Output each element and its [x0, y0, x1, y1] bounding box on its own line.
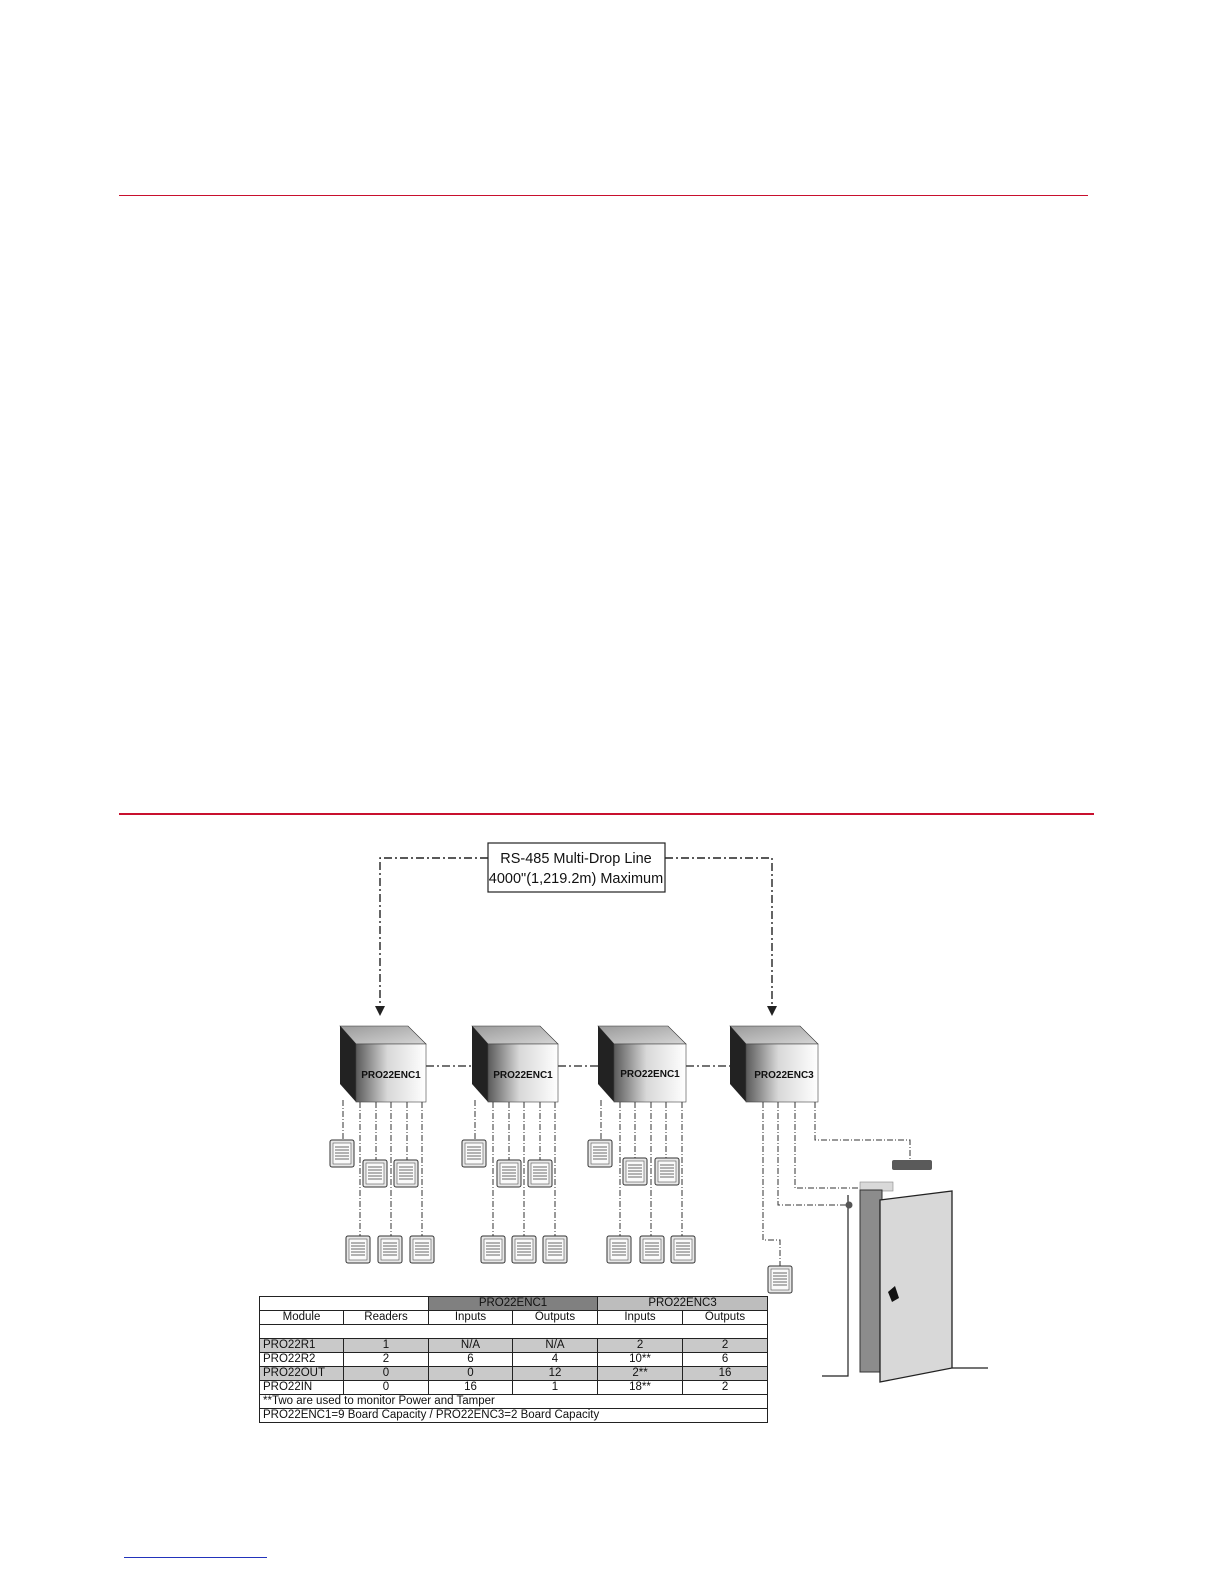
table-cell: N/A [428, 1338, 513, 1353]
table-cell: 2 [682, 1380, 769, 1395]
door-frame [859, 1189, 883, 1373]
enclosure-4-label: PRO22ENC3 [754, 1070, 814, 1081]
table-row: PRO22IN 0 16 1 18** 2 [259, 1380, 769, 1395]
reader-icon [329, 1139, 355, 1168]
table-cell: PRO22R2 [259, 1352, 344, 1367]
table-row: PRO22R2 2 6 4 10** 6 [259, 1352, 769, 1367]
enclosure-3-label: PRO22ENC1 [620, 1069, 680, 1080]
reader-icon [496, 1159, 522, 1188]
table-cell: 0 [343, 1366, 429, 1381]
reader-icon [393, 1159, 419, 1188]
reader-icon [362, 1159, 388, 1188]
reader-icon [377, 1235, 403, 1264]
door-handle-icon [888, 1286, 899, 1302]
arrow-down-icon [375, 1006, 385, 1016]
table-cell: 6 [682, 1352, 769, 1367]
column-header: Outputs [511, 1310, 599, 1325]
rs485-label-box: RS-485 Multi-Drop Line 4000"(1,219.2m) M… [487, 842, 666, 893]
reader-icon [480, 1235, 506, 1264]
table-cell: 6 [428, 1352, 513, 1367]
table-cell: 1 [511, 1380, 599, 1395]
table-note: **Two are used to monitor Power and Tamp… [258, 1394, 769, 1409]
reader-icon [409, 1235, 435, 1264]
arrow-down-icon [767, 1006, 777, 1016]
capacity-table: PRO22ENC1 PRO22ENC3 Module Readers Input… [258, 1296, 769, 1423]
enclosure-1: PRO22ENC1 [339, 1025, 427, 1103]
table-cell: N/A [511, 1338, 599, 1353]
request-to-exit-device-icon [892, 1160, 932, 1170]
table-cell: PRO22IN [259, 1380, 344, 1395]
table-row: PRO22R1 1 N/A N/A 2 2 [259, 1338, 769, 1353]
reader-icon [542, 1235, 568, 1264]
reader-devices [329, 1139, 793, 1294]
enclosure-3: PRO22ENC1 [597, 1025, 687, 1103]
column-header: Module [259, 1310, 344, 1325]
rs485-line [379, 857, 773, 1008]
table-cell: PRO22R1 [259, 1338, 344, 1353]
reader-icon [606, 1235, 632, 1264]
reader-icon [654, 1157, 680, 1186]
table-cell: 0 [343, 1380, 429, 1395]
enclosure-2-label: PRO22ENC1 [493, 1070, 553, 1081]
lock-strike-icon [845, 1201, 853, 1209]
table-row: PRO22OUT 0 0 12 2** 16 [259, 1366, 769, 1381]
table-cell: 16 [428, 1380, 513, 1395]
table-cell: 2** [597, 1366, 684, 1381]
column-header: Readers [343, 1310, 429, 1325]
reader-icon [345, 1235, 371, 1264]
table-note-row: **Two are used to monitor Power and Tamp… [258, 1394, 769, 1409]
table-cell: 16 [682, 1366, 769, 1381]
rs485-label-line2: 4000"(1,219.2m) Maximum [489, 871, 663, 887]
table-cell: 1 [343, 1338, 429, 1353]
door-assembly [822, 1160, 988, 1383]
reader-icon [527, 1159, 553, 1188]
reader-icon [622, 1157, 648, 1186]
table-cell: PRO22OUT [259, 1366, 344, 1381]
column-header: Inputs [428, 1310, 513, 1325]
reader-wires [342, 1100, 911, 1266]
table-note-row: PRO22ENC1=9 Board Capacity / PRO22ENC3=2… [258, 1408, 769, 1423]
door-icon [879, 1190, 953, 1383]
table-cell: 12 [511, 1366, 599, 1381]
group-header-enc3: PRO22ENC3 [597, 1296, 769, 1311]
table-spacer-row [258, 1324, 769, 1339]
table-cell: 10** [597, 1352, 684, 1367]
table-cell: 2 [597, 1338, 684, 1353]
table-column-header-row: Module Readers Inputs Outputs Inputs Out… [259, 1310, 769, 1325]
section-divider-middle [119, 813, 1094, 815]
reader-icon [639, 1235, 665, 1264]
group-header-enc1: PRO22ENC1 [427, 1296, 599, 1311]
enclosure-2: PRO22ENC1 [471, 1025, 559, 1103]
enclosure-4: PRO22ENC3 [729, 1025, 819, 1103]
table-cell: 2 [343, 1352, 429, 1367]
reader-icon [461, 1139, 487, 1168]
table-cell: 18** [597, 1380, 684, 1395]
column-header: Outputs [682, 1310, 769, 1325]
rs485-label-line1: RS-485 Multi-Drop Line [500, 851, 652, 867]
reader-icon [587, 1139, 613, 1168]
column-header: Inputs [597, 1310, 684, 1325]
section-divider-top [119, 195, 1088, 196]
table-cell: 4 [511, 1352, 599, 1367]
enclosure-1-label: PRO22ENC1 [361, 1070, 421, 1081]
reader-icon [511, 1235, 537, 1264]
table-cell: 2 [682, 1338, 769, 1353]
footer-link-underline [124, 1557, 267, 1558]
reader-icon [767, 1265, 793, 1294]
table-note: PRO22ENC1=9 Board Capacity / PRO22ENC3=2… [258, 1408, 769, 1423]
reader-icon [670, 1235, 696, 1264]
table-cell: 0 [428, 1366, 513, 1381]
table-group-header-row: PRO22ENC1 PRO22ENC3 [259, 1296, 769, 1311]
